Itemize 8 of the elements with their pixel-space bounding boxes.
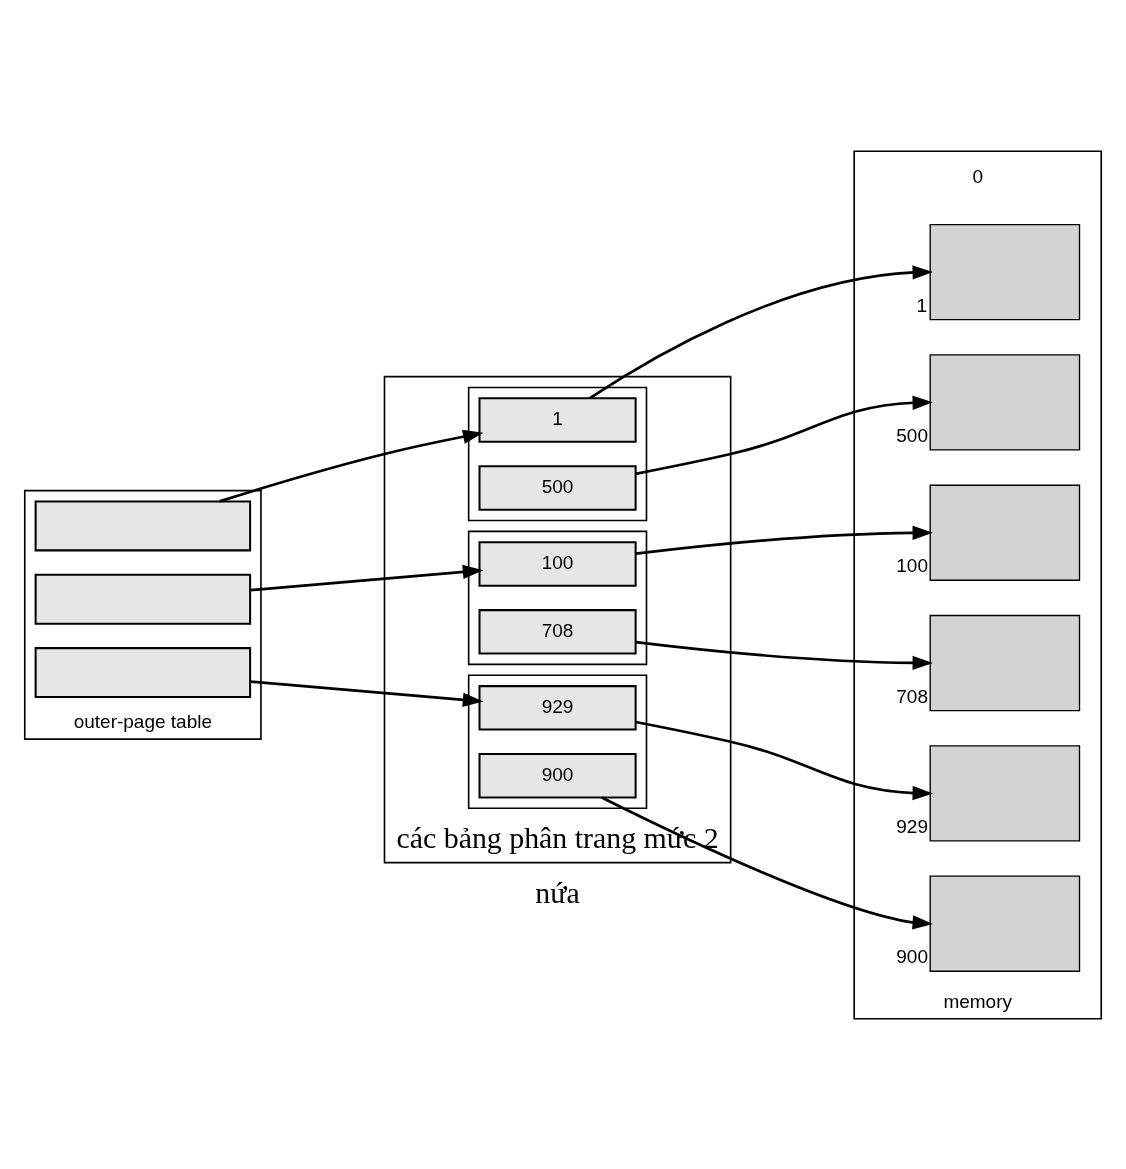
node-label: 1	[916, 294, 928, 316]
label: 0	[972, 165, 983, 187]
node-label: 929	[896, 815, 928, 837]
node-label: 500	[896, 424, 928, 446]
node-label: 100	[896, 554, 928, 576]
node-label: 708	[896, 685, 928, 707]
node-label: 900	[896, 945, 928, 967]
label: nứa	[535, 875, 580, 909]
